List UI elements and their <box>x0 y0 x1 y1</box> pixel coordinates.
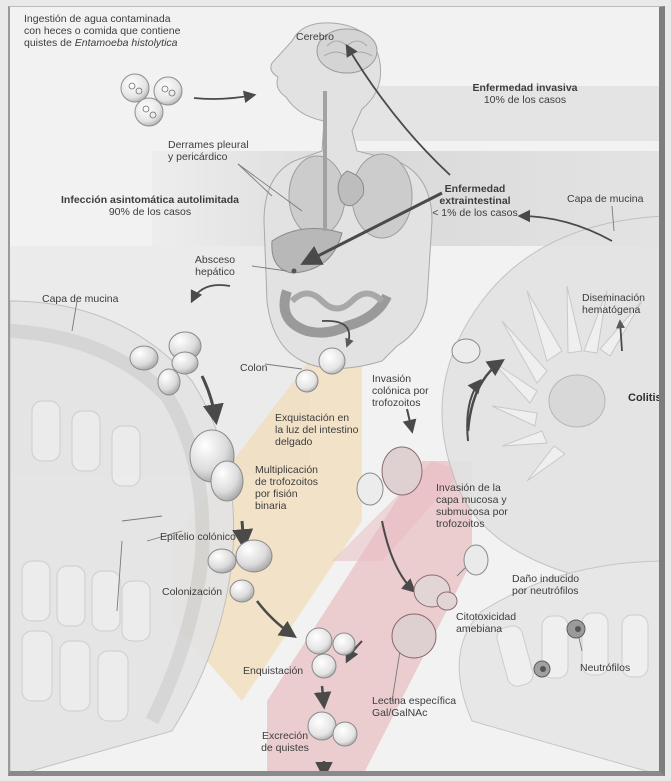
cytotoxicity-line-1: Citotoxicidad <box>456 611 516 623</box>
extraintestinal-line-2: extraintestinal <box>420 195 530 207</box>
lifecycle-illustration <box>10 7 665 776</box>
neutrophil-damage-line-1: Daño inducido <box>512 573 579 585</box>
cytotoxicity-line-2: amebiana <box>456 623 516 635</box>
liver-line-1: Absceso <box>180 254 250 266</box>
cytotoxicity-label: Citotoxicidad amebiana <box>456 611 516 635</box>
mucosa-invasion-line-4: trofozoitos <box>436 518 508 530</box>
lectin-label: Lectina específica Gal/GalNAc <box>372 695 456 719</box>
colitis-label: Colitis <box>628 392 662 404</box>
colonic-invasion-line-3: trofozoitos <box>372 397 429 409</box>
liver-line-2: hepático <box>180 266 250 278</box>
excystation-line-3: delgado <box>275 436 358 448</box>
extraintestinal-sub: < 1% de los casos <box>420 207 530 219</box>
mucin-layer-right-label: Capa de mucina <box>567 193 643 205</box>
mucosa-invasion-label: Invasión de la capa mucosa y submucosa p… <box>436 482 508 530</box>
hematogenous-line-2: hematógena <box>582 304 645 316</box>
asymptomatic-label: Infección asintomática autolimitada 90% … <box>40 194 260 218</box>
hematogenous-label: Diseminación hematógena <box>582 292 645 316</box>
excretion-line-1: Excreción <box>250 730 320 742</box>
species-name: Entamoeba histolytica <box>75 37 178 49</box>
intake-line-3: quistes de Entamoeba histolytica <box>24 37 180 49</box>
mucosa-invasion-line-3: submucosa por <box>436 506 508 518</box>
neutrophil-damage-line-2: por neutrófilos <box>512 585 579 597</box>
asymptomatic-title: Infección asintomática autolimitada <box>40 194 260 206</box>
neutrophils-label: Neutrófilos <box>580 662 630 674</box>
invasive-disease-label: Enfermedad invasiva 10% de los casos <box>460 82 590 106</box>
encystation-label: Enquistación <box>243 665 303 677</box>
epithelium-label: Epitelio colónico <box>160 531 236 543</box>
intake-prefix: quistes de <box>24 37 72 49</box>
pleural-line-1: Derrames pleural <box>168 139 249 151</box>
mucosa-invasion-line-2: capa mucosa y <box>436 494 508 506</box>
intake-line-1: Ingestión de agua contaminada <box>24 13 180 25</box>
hematogenous-line-1: Diseminación <box>582 292 645 304</box>
excystation-label: Exquistación en la luz del intestino del… <box>275 412 358 448</box>
mucosa-invasion-line-1: Invasión de la <box>436 482 508 494</box>
excretion-line-2: de quistes <box>250 742 320 754</box>
colonic-invasion-label: Invasión colónica por trofozoitos <box>372 373 429 409</box>
excystation-line-2: la luz del intestino <box>275 424 358 436</box>
extraintestinal-label: Enfermedad extraintestinal < 1% de los c… <box>420 183 530 219</box>
colonic-invasion-line-1: Invasión <box>372 373 429 385</box>
asymptomatic-sub: 90% de los casos <box>40 206 260 218</box>
brain-label: Cerebro <box>296 31 334 43</box>
extraintestinal-line-1: Enfermedad <box>420 183 530 195</box>
excretion-label: Excreción de quistes <box>250 730 320 754</box>
colonization-label: Colonización <box>162 586 222 598</box>
excystation-line-1: Exquistación en <box>275 412 358 424</box>
multiplication-line-4: binaria <box>255 500 318 512</box>
neutrophil-damage-label: Daño inducido por neutrófilos <box>512 573 579 597</box>
intake-line-2: con heces o comida que contiene <box>24 25 180 37</box>
liver-abscess-label: Absceso hepático <box>180 254 250 278</box>
lectin-line-1: Lectina específica <box>372 695 456 707</box>
mucin-layer-left-label: Capa de mucina <box>42 293 118 305</box>
intake-label: Ingestión de agua contaminada con heces … <box>24 13 180 49</box>
diagram-frame: Ingestión de agua contaminada con heces … <box>8 6 665 776</box>
pleural-label: Derrames pleural y pericárdico <box>168 139 249 163</box>
multiplication-label: Multiplicación de trofozoitos por fisión… <box>255 464 318 512</box>
pleural-line-2: y pericárdico <box>168 151 249 163</box>
invasive-title: Enfermedad invasiva <box>460 82 590 94</box>
multiplication-line-3: por fisión <box>255 488 318 500</box>
colon-label: Colon <box>240 362 267 374</box>
lectin-line-2: Gal/GalNAc <box>372 707 456 719</box>
invasive-sub: 10% de los casos <box>460 94 590 106</box>
multiplication-line-1: Multiplicación <box>255 464 318 476</box>
multiplication-line-2: de trofozoitos <box>255 476 318 488</box>
colonic-invasion-line-2: colónica por <box>372 385 429 397</box>
